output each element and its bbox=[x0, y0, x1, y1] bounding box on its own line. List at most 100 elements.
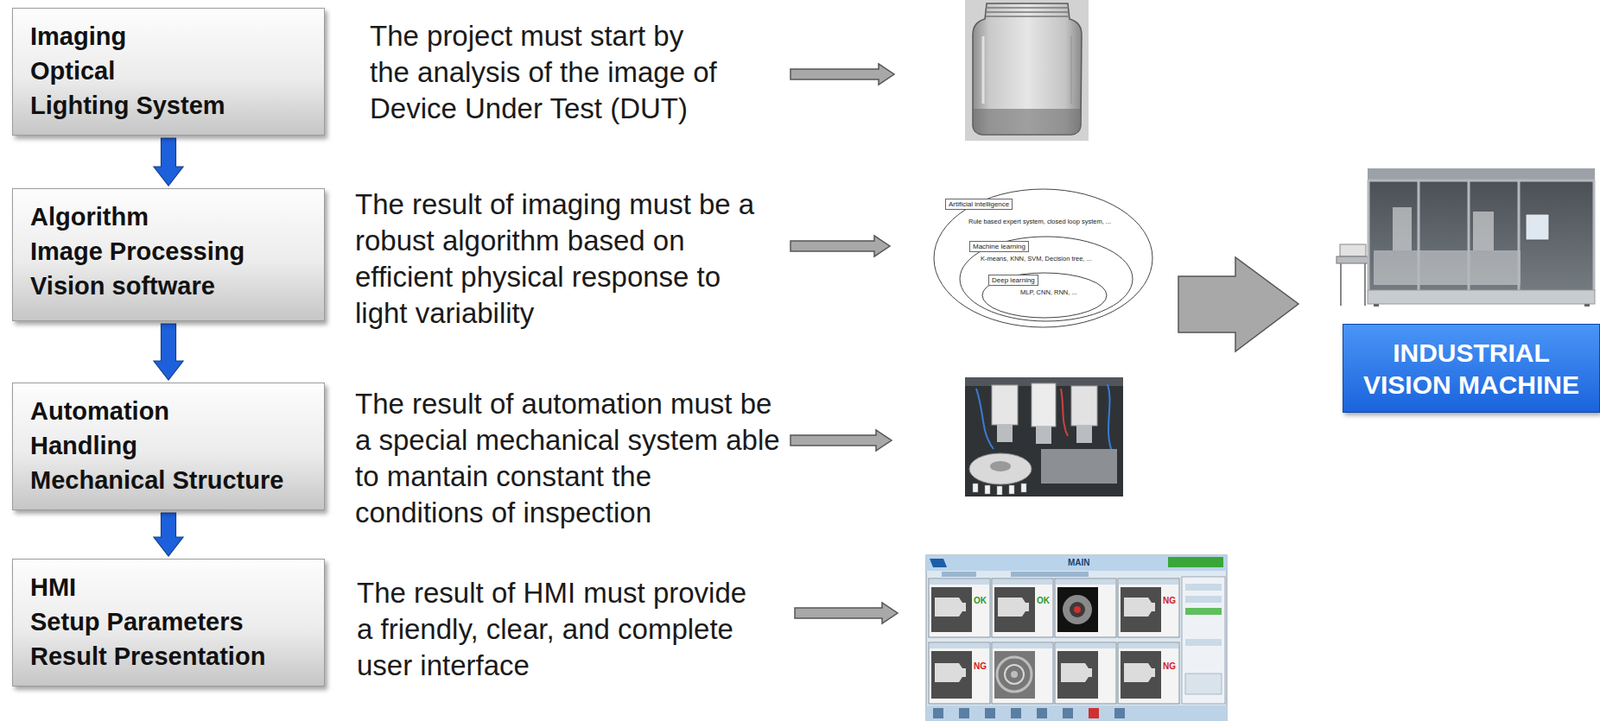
machine-photo-part bbox=[1373, 304, 1379, 307]
hmi-screenshot-part-part bbox=[1123, 597, 1156, 617]
hmi-screenshot-part bbox=[1062, 595, 1093, 625]
hmi-screenshot-part bbox=[926, 555, 1227, 572]
node-text: HMI bbox=[30, 570, 307, 605]
jar-photo-part bbox=[973, 108, 1081, 135]
hmi-screenshot-part-part bbox=[929, 643, 990, 649]
ellipse-outline bbox=[981, 272, 1108, 319]
machine-photo-part bbox=[1584, 304, 1590, 307]
hmi-screenshot-part bbox=[926, 705, 1227, 721]
category-label: Artificial intelligence bbox=[945, 198, 1013, 210]
description-text-holder: The result of imaging must be a robust a… bbox=[355, 186, 779, 332]
hmi-screenshot-part bbox=[931, 587, 1162, 699]
automation-photo-part bbox=[1041, 449, 1118, 484]
hmi-screenshot-part-part bbox=[994, 651, 1035, 699]
status-text-holder: NG bbox=[973, 661, 987, 673]
pointer-arrow-part bbox=[790, 235, 890, 257]
hmi-screenshot-part bbox=[1185, 608, 1222, 616]
ellipse-outline bbox=[959, 236, 1133, 322]
flow-arrow bbox=[153, 323, 184, 381]
hmi-screenshot-part bbox=[941, 571, 977, 578]
hmi-screenshot-part bbox=[996, 657, 1032, 693]
hmi-screenshot-part-part bbox=[992, 643, 1053, 649]
automation-photo-part bbox=[996, 425, 1013, 443]
description-text-holder: The result of HMI must provide a friendl… bbox=[356, 575, 768, 685]
ellipse-outline bbox=[958, 235, 1134, 323]
hmi-screenshot-part bbox=[1185, 596, 1222, 604]
ellipse-outline bbox=[933, 189, 1153, 328]
jar-photo-part bbox=[985, 6, 1069, 9]
hmi-screenshot-part-part bbox=[1055, 643, 1116, 649]
hmi-screenshot-part-part bbox=[934, 597, 966, 617]
automation-photo-part bbox=[976, 388, 994, 450]
hmi-screenshot-part bbox=[1010, 671, 1018, 679]
hmi-screenshot-part bbox=[929, 558, 947, 568]
status-text: NG bbox=[1162, 661, 1176, 673]
jar-photo-part bbox=[972, 3, 1082, 135]
pointer-arrow-part bbox=[790, 63, 895, 85]
machine-photo-part bbox=[1373, 250, 1521, 286]
hmi-screenshot-part-part bbox=[928, 578, 991, 638]
node-text: Algorithm bbox=[30, 199, 307, 235]
jar-photo-part bbox=[965, 0, 1089, 141]
node-text: Mechanical Structure bbox=[30, 463, 307, 498]
hmi-screenshot-part-part bbox=[1118, 579, 1179, 585]
jar-photo-part bbox=[985, 11, 1069, 13]
category-label: Deep learning bbox=[988, 274, 1039, 286]
hmi-screenshot-part bbox=[1185, 584, 1222, 591]
hmi-screenshot-part bbox=[1168, 557, 1224, 568]
big-arrow bbox=[1178, 257, 1299, 352]
hmi-screenshot-part-part bbox=[1055, 579, 1116, 585]
automation-photo-part bbox=[1076, 425, 1093, 444]
machine-photo-part bbox=[1392, 207, 1412, 251]
machine-photo-part bbox=[1367, 179, 1595, 291]
process-box: AlgorithmImage ProcessingVision software bbox=[12, 188, 325, 322]
node-text: Automation bbox=[30, 393, 307, 429]
machine-photo-part-part bbox=[1517, 179, 1521, 291]
automation-photo-part bbox=[1060, 388, 1068, 437]
hmi-screenshot-part-part bbox=[1117, 578, 1180, 638]
description-text: The result of HMI must provide a friendl… bbox=[356, 575, 768, 685]
hmi-screenshot-part bbox=[1185, 639, 1222, 647]
node-text: Optical bbox=[30, 53, 307, 89]
node-text: Image Processing bbox=[30, 234, 307, 269]
node-text: INDUSTRIAL VISION MACHINE bbox=[1352, 336, 1591, 401]
hmi-screenshot-part-part bbox=[994, 587, 1035, 633]
automation-photo-part bbox=[1031, 383, 1056, 427]
status-text-holder: OK bbox=[1036, 596, 1050, 607]
automation-photo-part-part bbox=[996, 486, 1003, 496]
machine-photo-part bbox=[1525, 214, 1550, 241]
description-text: The result of automation must be a speci… bbox=[355, 386, 783, 532]
hmi-screenshot-part bbox=[1181, 577, 1226, 705]
description-text-holder: The result of automation must be a speci… bbox=[355, 386, 783, 532]
node-text: Imaging bbox=[30, 19, 307, 54]
ai-ellipse: Deep learningMLP, CNN, RNN, ... bbox=[981, 272, 1108, 319]
hmi-screenshot-part bbox=[933, 708, 1125, 719]
machine-photo-part bbox=[1367, 168, 1595, 180]
hmi-screenshot-part bbox=[928, 578, 1180, 705]
description-text: The result of imaging must be a robust a… bbox=[355, 186, 779, 332]
status-text-holder: NG bbox=[1162, 596, 1176, 607]
hmi-screenshot-part bbox=[934, 597, 1156, 683]
hmi-screenshot-part-part bbox=[1036, 708, 1048, 719]
method-list: MLP, CNN, RNN, ... bbox=[1019, 288, 1079, 298]
node-text: Setup Parameters bbox=[30, 604, 307, 640]
status-text-holder: NG bbox=[1162, 661, 1176, 673]
hmi-screenshot-part-part bbox=[931, 587, 972, 633]
hmi-screenshot-part-part bbox=[991, 578, 1054, 638]
hmi-screenshot-part-part bbox=[929, 579, 990, 585]
automation-photo-part bbox=[965, 377, 1124, 497]
pointer-arrow bbox=[790, 63, 898, 624]
ai-ellipse: Machine learningK-means, KNN, SVM, Decis… bbox=[958, 235, 1134, 323]
status-text-holder: OK bbox=[973, 596, 987, 607]
machine-photo-part bbox=[1473, 211, 1494, 251]
hmi-screenshot-part-part bbox=[1054, 642, 1117, 705]
node-text: Lighting System bbox=[30, 88, 307, 123]
hmi-screenshot-part-part bbox=[1118, 643, 1179, 649]
hmi-screenshot-part-part bbox=[928, 642, 991, 705]
hmi-screenshot-part-part bbox=[1010, 708, 1022, 719]
hmi-screenshot-part-part bbox=[934, 663, 966, 683]
machine-photo bbox=[1336, 168, 1595, 307]
